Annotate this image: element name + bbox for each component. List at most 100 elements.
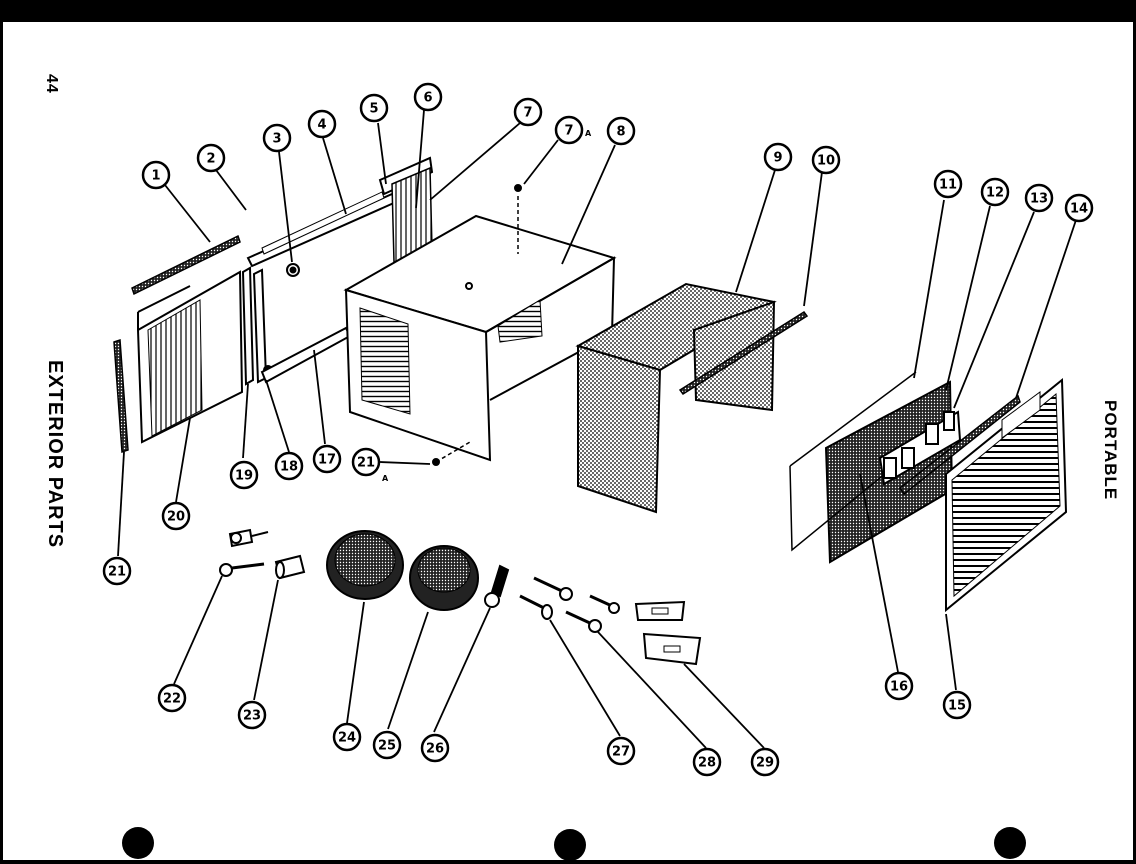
callout-20: 20 [161,501,191,531]
callout-number: 22 [163,692,181,707]
callout-number: 7 [523,106,532,121]
callout-27: 27 [606,736,636,766]
callout-10: 10 [811,145,841,175]
callout-number: 29 [756,756,774,771]
callout-circle [513,97,543,127]
callout-circle [692,747,722,777]
callout-circle [312,444,342,474]
callout-number: 28 [698,756,716,771]
callout-circle [372,730,402,760]
bottom-scan-border [0,860,1136,864]
callout-circle [229,460,259,490]
callout-7: 7 [513,97,543,127]
callout-number: 13 [1030,192,1048,207]
callout-3: 3 [262,123,292,153]
callout-8: 8 [606,116,636,146]
callout-23: 23 [237,700,267,730]
binder-hole-center [554,829,586,861]
part-bottom-rail [260,326,352,384]
callout-circle [884,671,914,701]
callout-circle [332,722,362,752]
callout-5: 5 [359,93,389,123]
callout-circle [420,733,450,763]
callout-circle [933,169,963,199]
callout-6: 6 [413,82,443,112]
callout-number: 21 [108,565,126,580]
part-rails [241,266,273,386]
callout-28: 28 [692,747,722,777]
callout-number: 15 [948,699,966,714]
model-title: PORTABLE [1101,400,1120,501]
leader-lines [117,109,1077,749]
parts-artwork [113,109,1077,749]
part-cabinet [343,184,617,466]
callout-circle [359,93,389,123]
part-filter [789,371,962,564]
callout-14: 14 [1064,193,1094,223]
callout-suffix: A [382,474,389,483]
right-scan-border [1133,0,1136,864]
callout-12: 12 [980,177,1010,207]
callout-24: 24 [332,722,362,752]
part-vertical-strip [113,338,129,454]
callout-circle [811,145,841,175]
callout-29: 29 [750,747,780,777]
part-front-grille [945,377,1068,613]
page-number: 44 [43,74,60,94]
callout-22: 22 [157,683,187,713]
callout-21: 21 [102,556,132,586]
callout-16: 16 [884,671,914,701]
callout-number: 7 [564,124,573,139]
callout-11: 11 [933,169,963,199]
callout-circle [606,116,636,146]
callout-number: 5 [369,102,378,117]
callout-circle [554,115,584,145]
callout-number: 3 [272,132,281,147]
callout-number: 6 [423,91,432,106]
part-left-side-panel [136,270,244,444]
callout-17: 17 [312,444,342,474]
callout-circle [606,736,636,766]
callout-25: 25 [372,730,402,760]
callout-number: 18 [280,460,298,475]
part-side-strip-top [131,234,241,296]
binder-holes [122,827,1026,861]
callout-circle [157,683,187,713]
callout-15: 15 [942,690,972,720]
callout-number: 9 [773,151,782,166]
callout-1: 1 [141,160,171,190]
callout-circle [161,501,191,531]
callout-number: 2 [206,152,215,167]
callout-number: 23 [243,709,261,724]
callout-circle [102,556,132,586]
callout-number: 14 [1070,202,1088,217]
part-wrap-cover [575,282,777,514]
callout-circle [196,143,226,173]
callout-circle [942,690,972,720]
binder-hole-right [994,827,1026,859]
callout-number: 25 [378,739,396,754]
section-title: EXTERIOR PARTS [44,360,66,549]
callout-19: 19 [229,460,259,490]
callout-number: 20 [167,510,185,525]
callout-18: 18 [274,451,304,481]
callout-number: 26 [426,742,444,757]
callout-number: 16 [890,680,908,695]
callout-13: 13 [1024,183,1054,213]
callout-circle [141,160,171,190]
callout-number: 10 [817,154,835,169]
callout-number: 17 [318,453,336,468]
callout-number: 11 [939,178,957,193]
callout-9: 9 [763,142,793,172]
callout-suffix: A [585,129,592,138]
top-scan-border [0,0,1136,22]
callout-circle [237,700,267,730]
callout-circle [307,109,337,139]
callout-number: 27 [612,745,630,760]
left-scan-border [0,0,3,864]
callout-circle [980,177,1010,207]
